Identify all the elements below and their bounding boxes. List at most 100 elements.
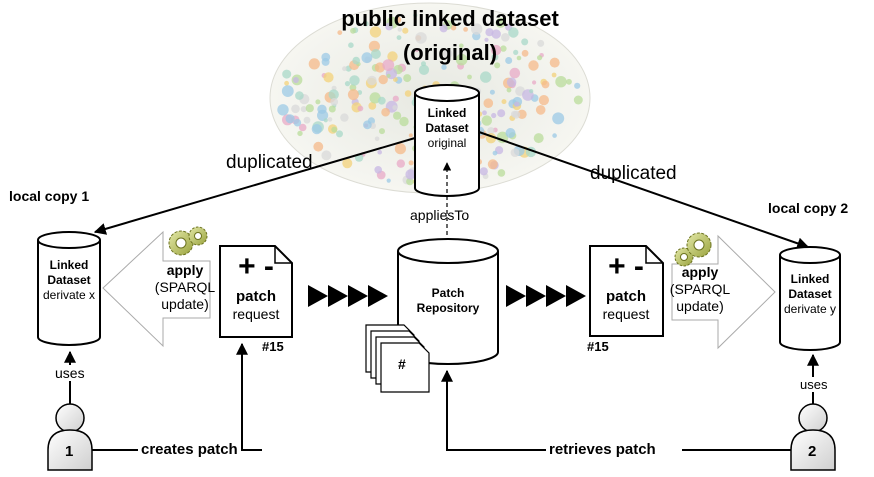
cloud-dot: [418, 64, 430, 75]
cloud-dot: [505, 128, 516, 138]
repository-line1: Patch: [431, 286, 465, 300]
cloud-dot: [455, 53, 468, 66]
gear-icon-left-small: [188, 226, 208, 246]
apply-label-left: apply (SPARQL update): [155, 262, 215, 313]
cloud-dot: [402, 27, 409, 34]
cloud-dot: [510, 148, 520, 158]
local-copy-1-line1: Linked: [49, 258, 89, 272]
cloud-dot: [514, 101, 520, 107]
cloud-dot: [381, 107, 390, 117]
cloud-dot: [311, 124, 322, 135]
patch-left-line2: request: [232, 306, 280, 322]
cloud-dot: [331, 85, 337, 91]
cloud-dot: [363, 120, 372, 130]
cloud-dot: [441, 64, 447, 70]
cloud-dot: [535, 105, 546, 115]
cloud-dot: [374, 136, 380, 142]
cloud-dot: [323, 72, 334, 83]
original-dataset-line2: Dataset: [425, 121, 469, 135]
local-copy-1-cylinder[interactable]: [37, 231, 101, 346]
cloud-dot: [408, 133, 413, 138]
cloud-dot: [549, 57, 560, 68]
cloud-dot: [413, 13, 418, 18]
patch-right-line2: request: [602, 306, 650, 322]
cloud-dot: [397, 27, 402, 32]
patch-document-stack: [365, 324, 430, 393]
cloud-dot: [489, 89, 495, 95]
cloud-dot: [378, 74, 388, 85]
cloud-dot: [491, 112, 497, 119]
user-1-icon[interactable]: [47, 403, 93, 471]
cloud-dot: [509, 67, 521, 79]
patch-left-line1: patch: [235, 288, 277, 305]
cloud-dot: [385, 22, 393, 31]
patch-request-document-left[interactable]: [219, 245, 293, 338]
apply-label-right: apply (SPARQL update): [670, 264, 730, 315]
cloud-dot: [566, 78, 572, 85]
cloud-dot: [368, 40, 380, 52]
user-1-number: 1: [65, 443, 74, 460]
cloud-dot: [300, 106, 307, 113]
cloud-dot: [479, 167, 488, 176]
patch-request-document-right[interactable]: [589, 245, 664, 337]
apply-right-line3: update): [676, 298, 724, 314]
cloud-dot: [555, 76, 567, 88]
local-copy-2-label: Linked Dataset derivate y: [784, 272, 836, 317]
cloud-dot: [513, 49, 519, 56]
cloud-dot: [501, 99, 507, 105]
cloud-dot: [313, 141, 324, 152]
cloud-dot: [330, 98, 339, 106]
cloud-dot: [497, 169, 506, 177]
local-copy-2-title: local copy 2: [768, 200, 849, 216]
cloud-dot: [291, 104, 300, 114]
apply-arrow-right: [671, 234, 776, 350]
cloud-dot: [347, 89, 359, 101]
cloud-dot: [443, 49, 453, 59]
cloud-dot: [552, 112, 565, 125]
cloud-dot: [487, 159, 498, 170]
linked-data-cloud: [269, 2, 591, 194]
duplicated-arrow-left: [93, 137, 416, 235]
patch-right-number: #15: [587, 339, 609, 354]
patch-request-right-label: + - patch request: [603, 250, 650, 323]
cloud-dot: [491, 29, 501, 39]
creates-patch-connector: [92, 344, 262, 451]
user-2-icon[interactable]: [790, 403, 836, 471]
cloud-dot: [541, 80, 550, 89]
cloud-dot: [277, 104, 289, 116]
patch-right-line1: patch: [605, 288, 647, 305]
creates-patch-label: creates patch: [141, 441, 238, 458]
cloud-dot: [292, 77, 299, 83]
original-dataset-line3: original: [427, 136, 467, 150]
cloud-dot: [396, 159, 405, 168]
duplicated-arrow-right: [478, 131, 810, 250]
cloud-dot: [471, 23, 483, 35]
diagram-title-line2: (original): [402, 40, 498, 65]
cloud-dot: [315, 99, 321, 105]
cloud-dot: [406, 177, 414, 186]
local-copy-1-title: local copy 1: [9, 188, 90, 204]
patch-left-number: #15: [262, 339, 284, 354]
cloud-dot: [497, 109, 506, 118]
cloud-dot: [342, 158, 353, 169]
cloud-dot: [537, 39, 545, 47]
patch-left-symbol: + -: [238, 250, 274, 283]
cloud-dot: [328, 89, 339, 100]
local-copy-1-label: Linked Dataset derivate x: [43, 258, 95, 303]
local-copy-2-line1: Linked: [790, 272, 830, 286]
cloud-dot: [305, 104, 314, 113]
cloud-dot: [490, 44, 502, 56]
uses-label-right: uses: [800, 377, 828, 392]
cloud-dot: [386, 73, 391, 78]
transfer-arrows-right: [506, 285, 586, 307]
cloud-dot: [336, 130, 343, 138]
repository-line2: Repository: [416, 301, 480, 315]
local-copy-2-cylinder[interactable]: [779, 246, 841, 351]
cloud-dot: [494, 62, 501, 69]
transfer-arrows-left: [308, 285, 388, 307]
cloud-dot: [508, 27, 519, 38]
cloud-dot: [392, 105, 398, 110]
cloud-dot: [342, 66, 347, 72]
cloud-dot: [574, 82, 581, 89]
